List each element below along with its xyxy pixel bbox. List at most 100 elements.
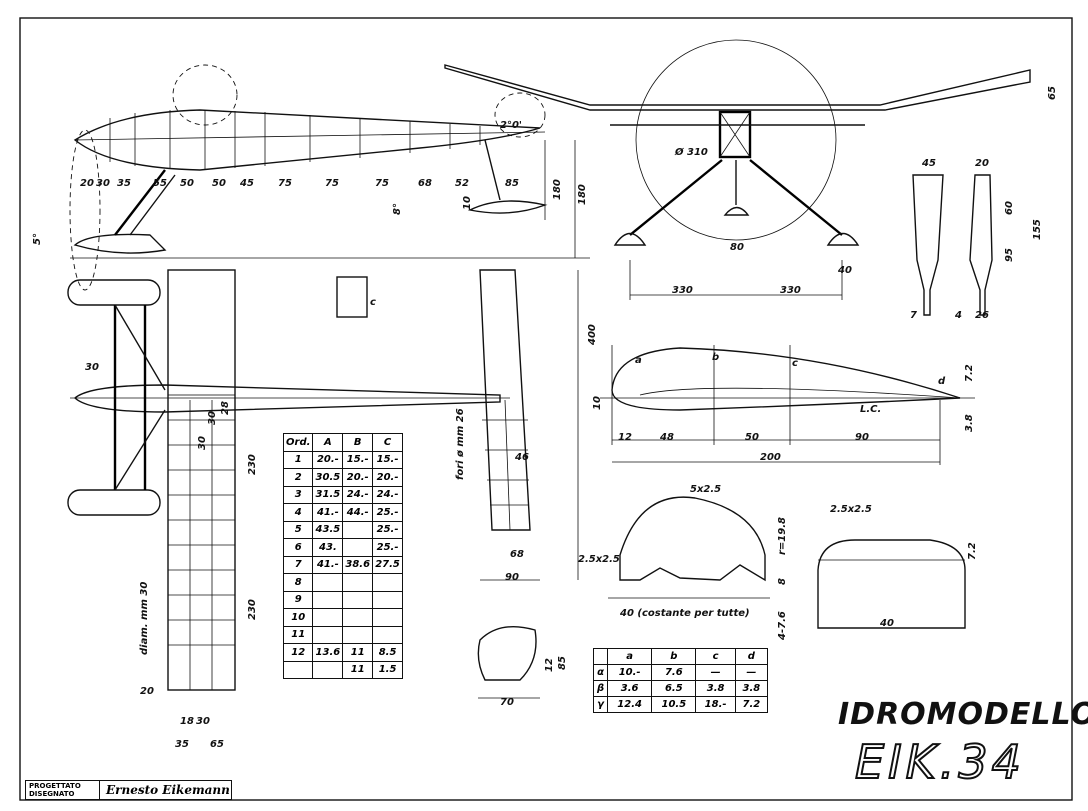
plan-dim: 18 bbox=[180, 716, 194, 727]
airfoil-dim: 48 bbox=[659, 432, 674, 443]
table-cell: 43.5 bbox=[312, 520, 344, 539]
rib2-dim: 40 bbox=[879, 618, 894, 629]
airfoil-dim: 50 bbox=[745, 432, 759, 443]
table-cell bbox=[372, 625, 403, 644]
side-angle: 8° bbox=[392, 203, 403, 215]
side-dim: 85 bbox=[505, 178, 519, 189]
table-cell: 8 bbox=[282, 573, 314, 592]
side-dim: 75 bbox=[325, 178, 339, 189]
table-cell bbox=[342, 608, 374, 627]
table-cell: 41.- bbox=[312, 503, 344, 522]
table-cell: 38.6 bbox=[342, 555, 374, 574]
table-header: A bbox=[312, 433, 344, 452]
table-cell: 20.- bbox=[342, 468, 374, 487]
plan-dim: 230 bbox=[247, 454, 258, 475]
airfoil-dim: 90 bbox=[855, 432, 869, 443]
float-section-dim: 85 bbox=[557, 656, 568, 670]
table-cell: — bbox=[695, 664, 736, 681]
table-cell: 25.- bbox=[372, 520, 403, 539]
prop-diameter: Ø 310 bbox=[674, 146, 708, 158]
table-cell: 43. bbox=[312, 538, 344, 557]
table-cell: 44.- bbox=[342, 503, 374, 522]
table-header: c bbox=[695, 648, 736, 665]
title-block-label: PROGETTATO bbox=[29, 782, 81, 790]
table-cell: 30.5 bbox=[312, 468, 344, 487]
side-dim: 55 bbox=[153, 178, 167, 189]
tip-dim: 65 bbox=[1047, 86, 1058, 100]
side-dim: 35 bbox=[117, 178, 131, 189]
strut-dim: 155 bbox=[1032, 219, 1043, 240]
side-dim: 68 bbox=[418, 178, 432, 189]
table-row: 8 bbox=[282, 573, 403, 592]
airfoil-station: c bbox=[792, 358, 798, 369]
table-cell: 10 bbox=[282, 608, 314, 627]
table-header: a bbox=[607, 648, 653, 665]
stab-dim: 90 bbox=[505, 572, 519, 583]
rib-details: 5x2.5 2.5x2.5 r=19.8 40 (costante per tu… bbox=[477, 484, 978, 708]
table-cell: 20.- bbox=[372, 468, 403, 487]
table-row: 9 bbox=[282, 590, 403, 609]
float-section-dim: 70 bbox=[500, 697, 514, 708]
table-cell bbox=[312, 660, 344, 679]
table-cell: 9 bbox=[282, 590, 314, 609]
table-cell bbox=[312, 608, 344, 627]
table-cell bbox=[342, 573, 374, 592]
plan-dim: 230 bbox=[247, 599, 258, 620]
front-view: 330 330 Ø 310 80 40 65 bbox=[444, 39, 1058, 300]
table-cell bbox=[342, 625, 374, 644]
table-cell: 27.5 bbox=[372, 555, 403, 574]
strut-dim: 20 bbox=[975, 158, 989, 169]
rib-dim: 4-7.6 bbox=[777, 611, 788, 641]
table-cell: 6.5 bbox=[651, 680, 697, 697]
table-row: 11 bbox=[282, 625, 403, 644]
table-cell: 7.6 bbox=[651, 664, 697, 681]
side-dim: 75 bbox=[375, 178, 389, 189]
table-cell bbox=[342, 538, 374, 557]
table-cell bbox=[372, 590, 403, 609]
airfoil-station: d bbox=[938, 376, 946, 387]
table-cell: — bbox=[734, 664, 769, 681]
table-cell: β bbox=[592, 680, 609, 697]
front-span-dim: 330 bbox=[672, 285, 693, 296]
side-dim: 50 bbox=[212, 178, 226, 189]
table-cell: 25.- bbox=[372, 538, 403, 557]
front-span-dim: 330 bbox=[780, 285, 801, 296]
airfoil-dim: 200 bbox=[760, 452, 781, 463]
rib-dim: 40 (costante per tutte) bbox=[619, 608, 750, 619]
rib-dim: 5x2.5 bbox=[690, 484, 721, 495]
side-height-dim: 180 bbox=[552, 179, 563, 200]
table-cell: 6 bbox=[282, 538, 314, 557]
airfoil-dim: L.C. bbox=[860, 404, 881, 415]
float-dim: 40 bbox=[837, 265, 852, 276]
strut-dim: 7 bbox=[910, 310, 917, 321]
table-cell bbox=[372, 573, 403, 592]
plan-dim: 30 bbox=[196, 716, 210, 727]
table-cell: 5 bbox=[282, 520, 314, 539]
table-cell: 10.- bbox=[607, 664, 653, 681]
table-header: b bbox=[651, 648, 697, 665]
rib2-dim: 2.5x2.5 bbox=[830, 504, 872, 515]
table-cell: α bbox=[592, 664, 609, 681]
side-dim: 75 bbox=[278, 178, 292, 189]
airfoil-dim: 12 bbox=[618, 432, 632, 443]
table-cell: 1.5 bbox=[372, 660, 403, 679]
plan-dim: 30 bbox=[207, 411, 218, 425]
float-section-dim: 12 bbox=[544, 658, 555, 672]
plan-dim: 35 bbox=[175, 739, 189, 750]
section-label: c bbox=[370, 297, 376, 308]
table-header: B bbox=[342, 433, 374, 452]
table-cell bbox=[282, 660, 314, 679]
side-height-dim: 180 bbox=[577, 184, 588, 205]
plan-dim: 30 bbox=[197, 436, 208, 450]
plan-view: 30 230 230 30 30 28 18 30 35 65 20 diam.… bbox=[67, 269, 598, 750]
table-cell: 20.- bbox=[312, 450, 344, 469]
